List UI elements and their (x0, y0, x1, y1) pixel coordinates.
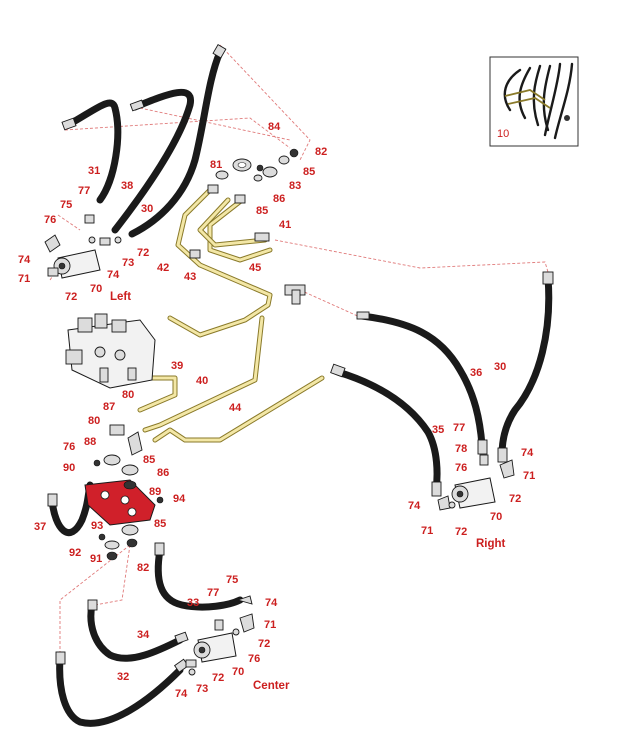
callout-91: 91 (90, 553, 102, 565)
callout-39: 39 (171, 360, 183, 372)
callout-30: 30 (494, 361, 506, 373)
callout-43: 43 (184, 271, 196, 283)
callout-85: 85 (143, 454, 155, 466)
motor-left (53, 249, 101, 279)
callout-30: 30 (141, 203, 153, 215)
callout-74: 74 (521, 447, 534, 459)
callout-72: 72 (509, 493, 521, 505)
callout-70: 70 (490, 511, 502, 523)
callout-72: 72 (455, 526, 467, 538)
callout-80: 80 (88, 415, 100, 427)
tubes (137, 187, 325, 443)
callout-72: 72 (258, 638, 270, 650)
callout-70: 70 (90, 283, 102, 295)
motor-center (193, 632, 237, 663)
callout-73: 73 (122, 257, 134, 269)
callout-85: 85 (303, 166, 315, 178)
callout-80: 80 (122, 389, 134, 401)
callout-86: 86 (157, 467, 169, 479)
callout-71: 71 (421, 525, 433, 537)
motor-right (451, 477, 496, 509)
callout-40: 40 (196, 375, 208, 387)
callout-74: 74 (408, 500, 421, 512)
group-labels: Left Right Center (110, 291, 506, 692)
callout-31: 31 (88, 165, 100, 177)
callout-82: 82 (315, 146, 327, 158)
callout-88: 88 (84, 436, 96, 448)
callout-44: 44 (229, 402, 242, 414)
callout-labels: 84 82 81 85 83 85 86 41 31 38 77 75 30 7… (18, 121, 535, 700)
callout-77: 77 (78, 185, 90, 197)
callout-71: 71 (264, 619, 276, 631)
callout-71: 71 (18, 273, 30, 285)
callout-77: 77 (453, 422, 465, 434)
hoses (48, 48, 553, 727)
callout-36: 36 (470, 367, 482, 379)
callout-87: 87 (103, 401, 115, 413)
callout-89: 89 (149, 486, 161, 498)
callout-74: 74 (18, 254, 31, 266)
callout-72: 72 (65, 291, 77, 303)
callout-75: 75 (60, 199, 72, 211)
callout-94: 94 (173, 493, 186, 505)
callout-74: 74 (175, 688, 188, 700)
callout-85: 85 (154, 518, 166, 530)
callout-92: 92 (69, 547, 81, 559)
callout-90: 90 (63, 462, 75, 474)
callout-72: 72 (137, 247, 149, 259)
red-bracket (84, 479, 156, 526)
callout-81: 81 (210, 159, 222, 171)
callout-76: 76 (44, 214, 56, 226)
callout-34: 34 (137, 629, 150, 641)
callout-85: 85 (256, 205, 268, 217)
hose-fittings (47, 44, 554, 673)
callout-32: 32 (117, 671, 129, 683)
callout-76: 76 (63, 441, 75, 453)
callout-84: 84 (268, 121, 281, 133)
callout-86: 86 (273, 193, 285, 205)
leader-lines (49, 44, 549, 655)
callout-71: 71 (523, 470, 535, 482)
group-label-left: Left (110, 291, 131, 303)
callout-75: 75 (226, 574, 238, 586)
callout-93: 93 (91, 520, 103, 532)
inset-box: 10 (489, 56, 579, 147)
valve-block (65, 313, 156, 389)
callout-74: 74 (107, 269, 120, 281)
callout-74: 74 (265, 597, 278, 609)
group-label-center: Center (253, 680, 290, 692)
callout-45: 45 (249, 262, 261, 274)
callout-76: 76 (455, 462, 467, 474)
callout-83: 83 (289, 180, 301, 192)
callout-33: 33 (187, 597, 199, 609)
callout-37: 37 (34, 521, 46, 533)
group-label-right: Right (476, 538, 506, 550)
callout-42: 42 (157, 262, 169, 274)
tee-fitting (284, 284, 306, 305)
callout-73: 73 (196, 683, 208, 695)
callout-82: 82 (137, 562, 149, 574)
inset-callout: 10 (497, 128, 509, 140)
callout-38: 38 (121, 180, 133, 192)
callout-41: 41 (279, 219, 291, 231)
small-parts (44, 148, 515, 676)
callout-77: 77 (207, 587, 219, 599)
callout-76: 76 (248, 653, 260, 665)
callout-78: 78 (455, 443, 467, 455)
callout-35: 35 (432, 424, 444, 436)
callout-72: 72 (212, 672, 224, 684)
callout-70: 70 (232, 666, 244, 678)
